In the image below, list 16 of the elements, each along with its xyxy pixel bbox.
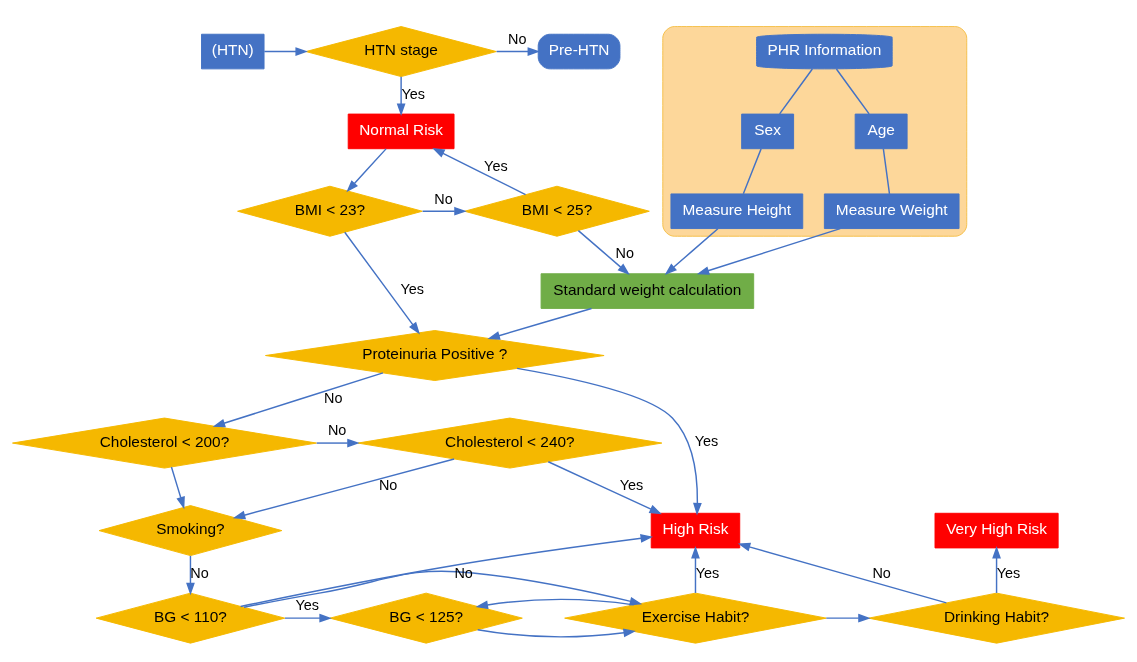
edge-label: Yes — [996, 564, 1021, 581]
edge-label: No — [378, 477, 398, 494]
edge-label: Yes — [694, 433, 719, 450]
edge-label: No — [508, 30, 527, 47]
edge-label: Yes — [619, 477, 644, 494]
edge-label: Yes — [484, 157, 508, 174]
edge-label: No — [324, 389, 343, 406]
edge-label: Yes — [400, 281, 424, 298]
edge-label: Yes — [695, 564, 720, 581]
edge-label: No — [327, 422, 347, 439]
edge-label: No — [434, 190, 453, 207]
edge-label: No — [615, 245, 634, 262]
edge-label: No — [872, 564, 891, 581]
edge-label: Yes — [401, 85, 425, 102]
edge-label: Yes — [295, 597, 320, 614]
edge-label: No — [190, 564, 209, 581]
